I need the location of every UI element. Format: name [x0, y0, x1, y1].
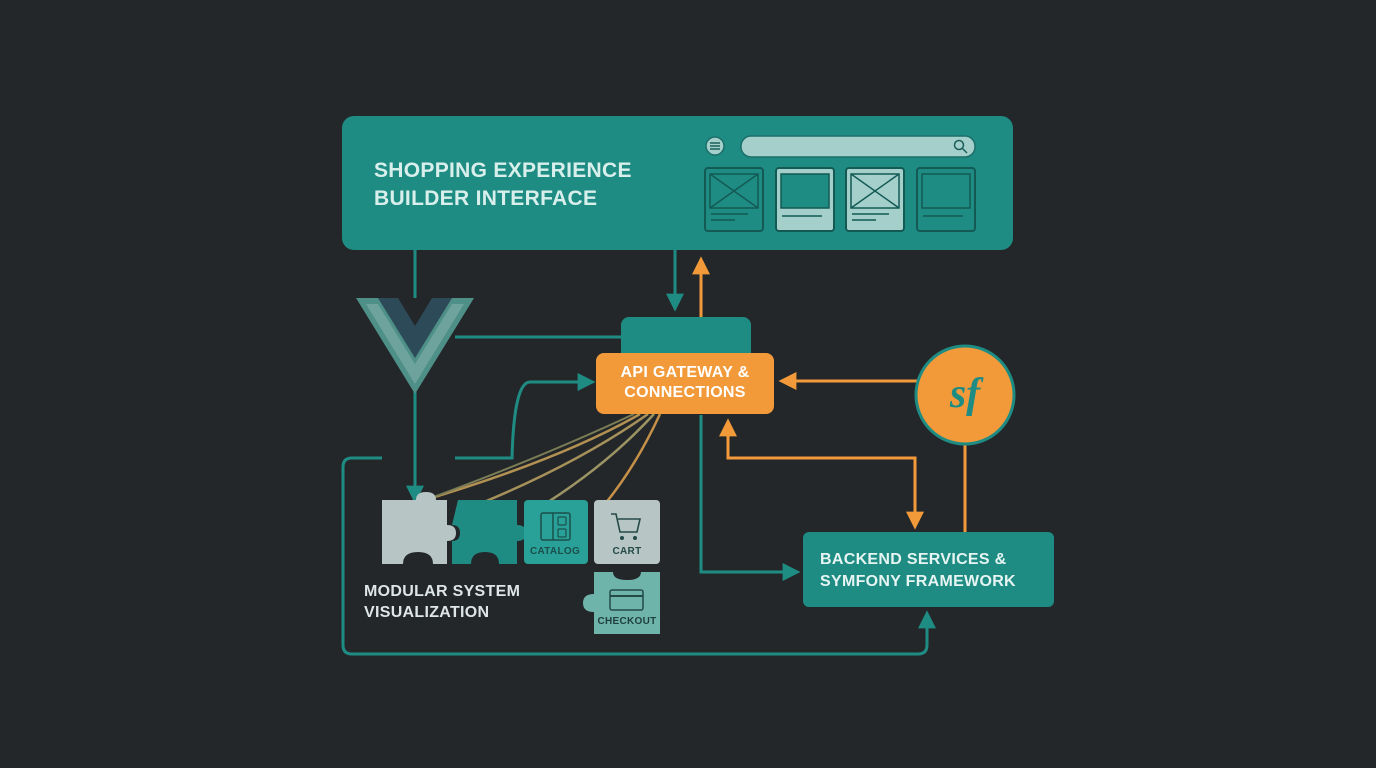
catalog-piece[interactable] — [524, 500, 588, 564]
fan-line — [419, 413, 635, 503]
card-icon — [609, 589, 644, 611]
catalog-label: CATALOG — [529, 546, 581, 557]
fan-line — [604, 413, 662, 505]
api-title-line2: CONNECTIONS — [624, 384, 746, 401]
api-gateway-node — [596, 317, 774, 414]
backend-title: BACKEND SERVICES & SYMFONY FRAMEWORK — [820, 549, 1050, 593]
backend-title-line2: SYMFONY FRAMEWORK — [820, 573, 1016, 590]
gateway-backend-connector — [719, 418, 924, 530]
vue-logo — [356, 298, 474, 394]
modules-to-gateway-connector — [455, 373, 596, 460]
image-placeholder-card[interactable] — [845, 167, 905, 232]
api-gateway-title: API GATEWAY & CONNECTIONS — [596, 363, 774, 403]
modular-pieces — [382, 492, 660, 634]
backend-services-node — [803, 532, 1054, 607]
builder-title: SHOPPING EXPERIENCE BUILDER INTERFACE — [374, 157, 674, 213]
modular-title: MODULAR SYSTEM VISUALIZATION — [364, 581, 564, 623]
builder-title-line1: SHOPPING EXPERIENCE — [374, 159, 632, 182]
builder-title-line2: BUILDER INTERFACE — [374, 187, 598, 210]
screen-card[interactable] — [775, 167, 835, 232]
connectors — [341, 250, 967, 656]
modular-title-line1: MODULAR SYSTEM — [364, 583, 521, 600]
puzzle-piece — [452, 500, 526, 564]
menu-icon[interactable] — [705, 136, 725, 156]
cart-label: CART — [612, 546, 642, 557]
builder-interface-panel — [342, 116, 1013, 250]
layout-icon — [540, 512, 571, 541]
symfony-glyph: sf — [949, 371, 981, 417]
checkout-piece[interactable] — [583, 572, 660, 634]
outer-loop-connector — [341, 456, 936, 656]
screen-card[interactable] — [916, 167, 976, 232]
cart-icon — [611, 513, 642, 540]
modular-title-line2: VISUALIZATION — [364, 604, 490, 621]
search-icon[interactable] — [953, 139, 968, 154]
search-bar[interactable] — [740, 135, 976, 158]
api-title-line1: API GATEWAY & — [620, 364, 750, 381]
fan-line — [547, 413, 655, 504]
checkout-label: CHECKOUT — [597, 616, 657, 627]
gateway-down-to-backend-connector — [699, 415, 801, 581]
fan-line — [417, 412, 641, 504]
fan-line — [483, 412, 649, 504]
symfony-logo — [914, 344, 1016, 446]
backend-title-line1: BACKEND SERVICES & — [820, 551, 1007, 568]
cart-piece[interactable] — [594, 500, 660, 564]
puzzle-piece — [382, 492, 456, 564]
image-placeholder-card[interactable] — [704, 167, 764, 232]
